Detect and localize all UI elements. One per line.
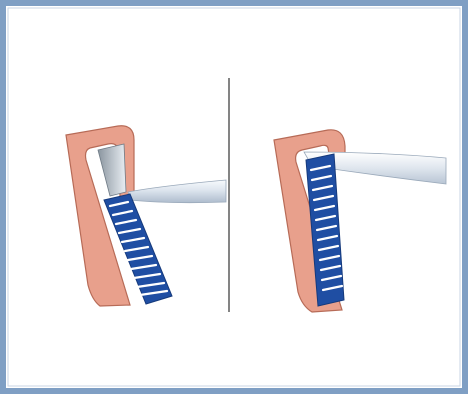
frame-border <box>3 3 465 391</box>
